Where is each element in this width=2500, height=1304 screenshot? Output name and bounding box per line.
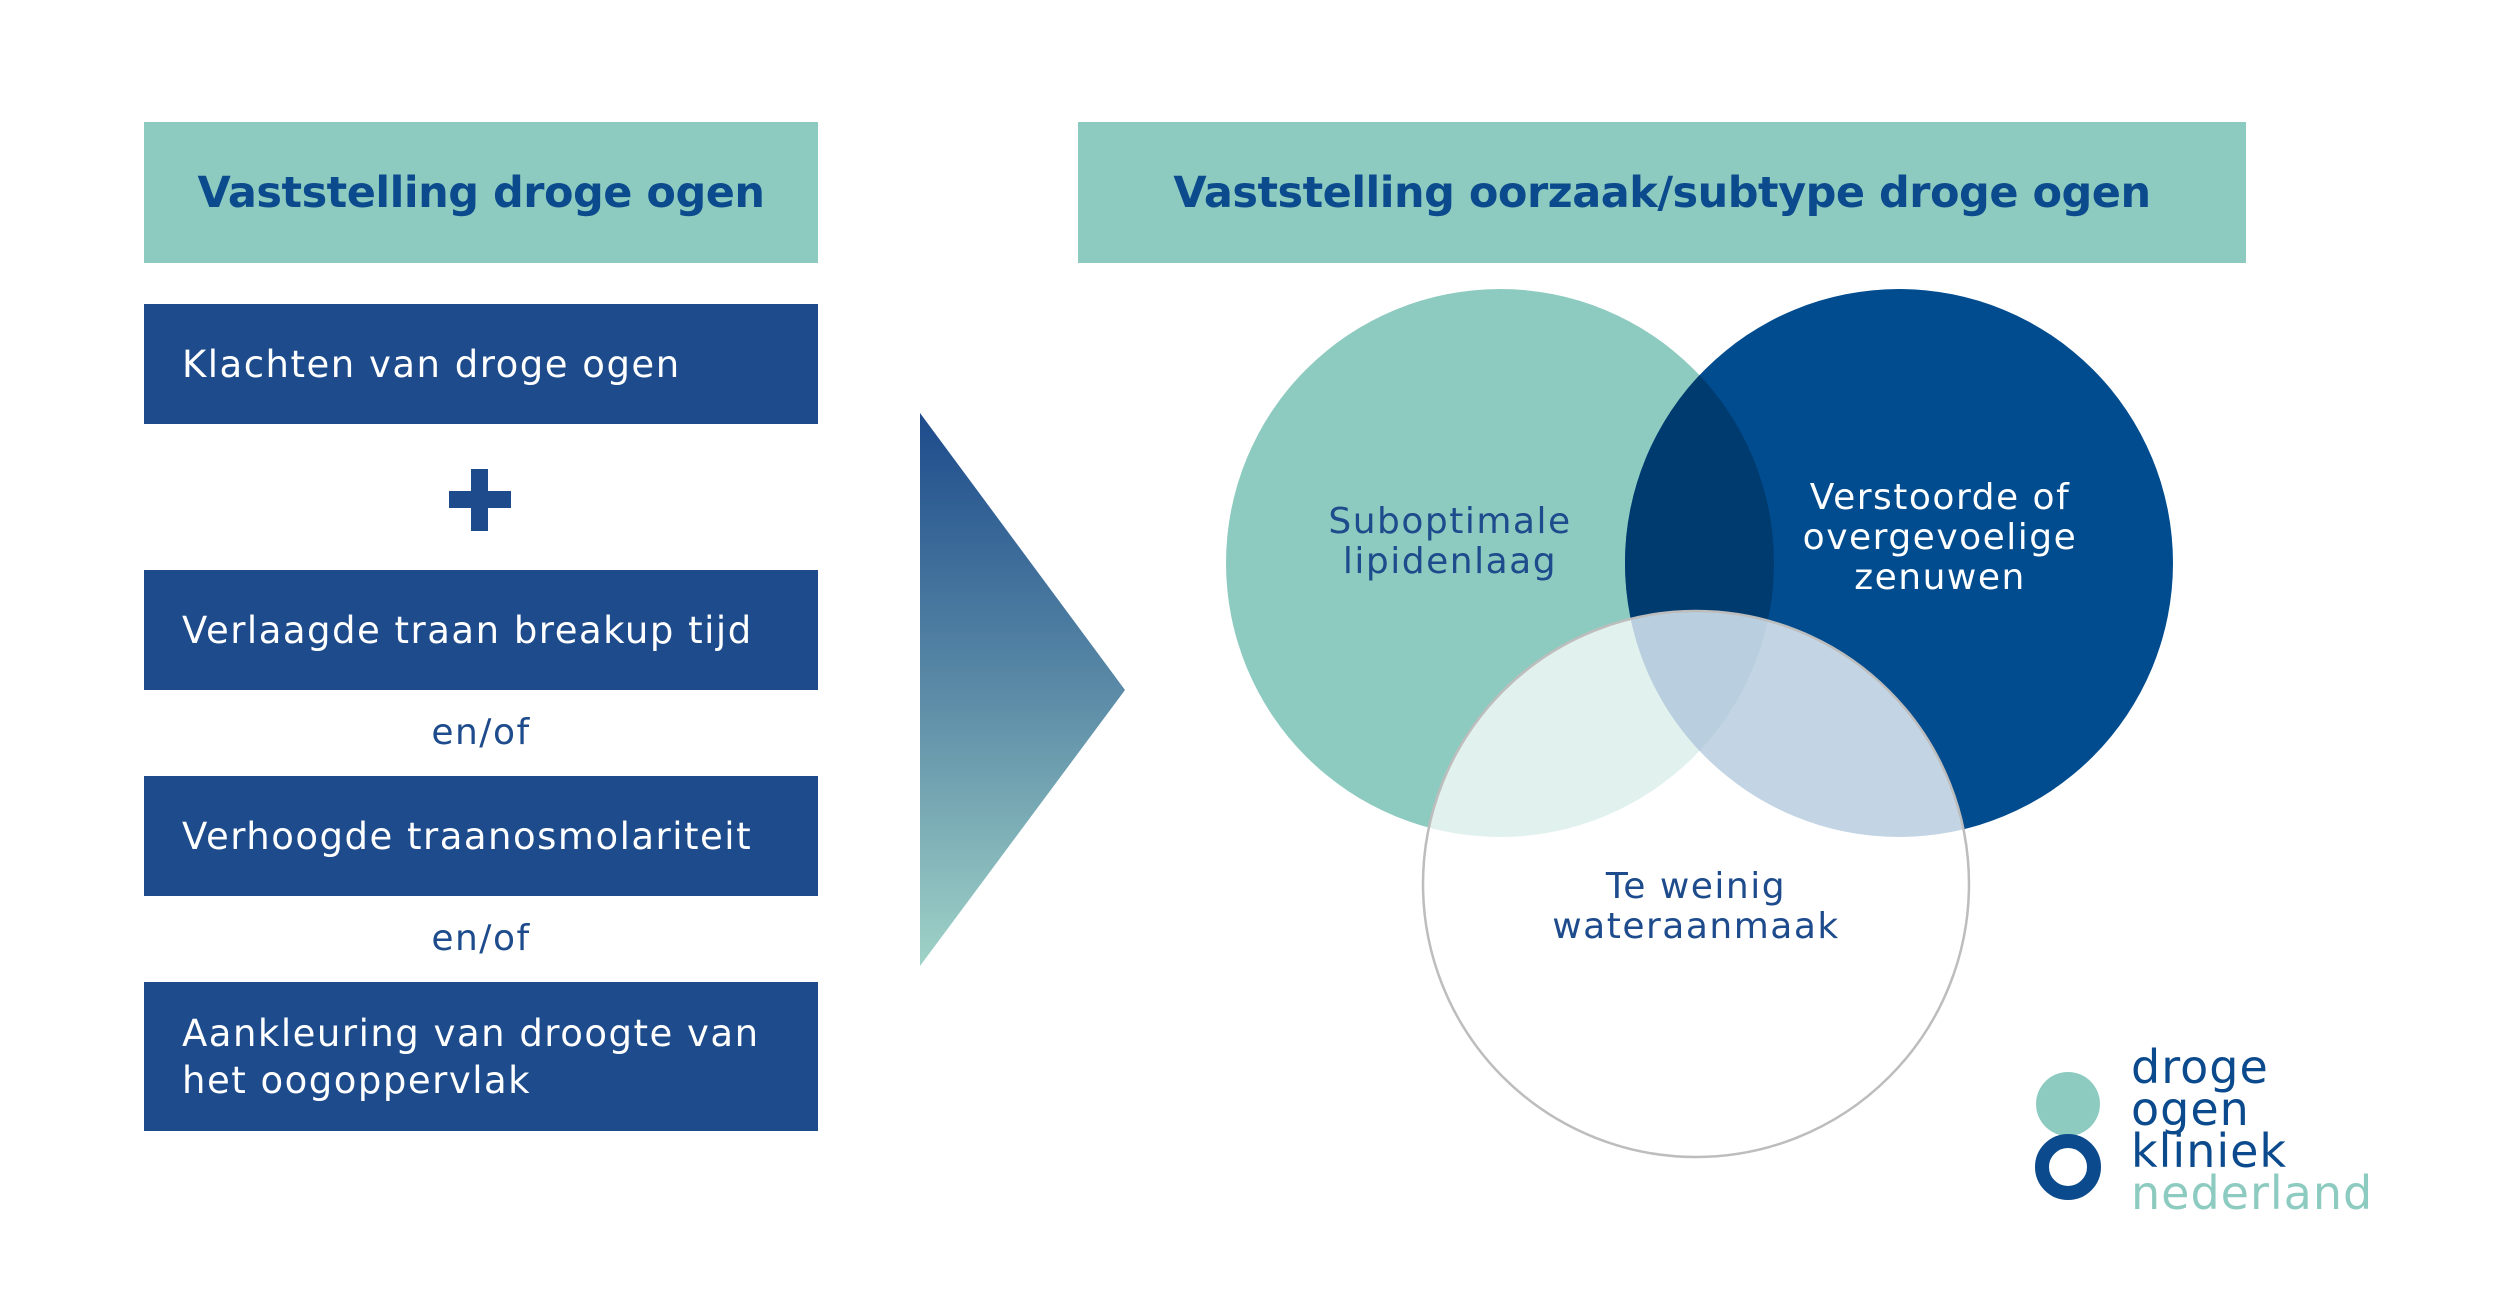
- venn-circle-water-outline: [1421, 609, 1971, 1159]
- venn-label-line: zenuwen: [1854, 557, 2026, 598]
- venn-label-line: Suboptimale: [1328, 501, 1572, 542]
- plus-icon: [449, 469, 511, 531]
- criterion-osmolarity: Verhoogde traanosmolariteit: [144, 776, 818, 896]
- logo: [2025, 1050, 2425, 1230]
- logo-line-kliniek: kliniek: [2131, 1124, 2288, 1178]
- venn-diagram: [1226, 289, 2173, 1159]
- criterion-label: Klachten van droge ogen: [182, 342, 681, 386]
- venn-label-line: Verstoorde of: [1809, 477, 2071, 518]
- right-header: Vaststelling oorzaak/subtype droge ogen: [1078, 122, 2246, 263]
- left-header-title: Vaststelling droge ogen: [197, 167, 765, 218]
- arrow-gradient-icon: [920, 413, 1125, 966]
- venn-label-line: Te weinig: [1605, 866, 1787, 907]
- connector-and-or: en/of: [431, 712, 531, 753]
- venn-overlap-lipid-water: [1423, 611, 1774, 837]
- venn-overlap-nerves-water: [1625, 611, 1969, 837]
- logo-mark-icon: [2035, 1072, 2101, 1200]
- venn-label-nerves: Verstoorde of overgevoelige zenuwen: [1770, 478, 2110, 598]
- criterion-breakup-time: Verlaagde traan breakup tijd: [144, 570, 818, 690]
- venn-label-line: overgevoelige: [1802, 517, 2078, 558]
- left-header: Vaststelling droge ogen: [144, 122, 818, 263]
- criterion-label: Aankleuring van droogte van het oogopper…: [182, 1011, 760, 1102]
- venn-label-line: lipidenlaag: [1342, 541, 1558, 582]
- venn-label-lipid: Suboptimale lipidenlaag: [1290, 502, 1610, 582]
- logo-line-nederland: nederland: [2131, 1166, 2374, 1220]
- venn-label-water: Te weinig wateraanmaak: [1526, 867, 1866, 947]
- logo-line-droge: droge: [2131, 1040, 2269, 1094]
- logo-line-ogen: ogen: [2131, 1082, 2250, 1136]
- criterion-complaints: Klachten van droge ogen: [144, 304, 818, 424]
- right-header-title: Vaststelling oorzaak/subtype droge ogen: [1173, 167, 2151, 218]
- connector-and-or: en/of: [431, 918, 531, 959]
- criterion-label: Verlaagde traan breakup tijd: [182, 608, 753, 652]
- criterion-staining: Aankleuring van droogte van het oogopper…: [144, 982, 818, 1131]
- venn-label-line: wateraanmaak: [1552, 906, 1840, 947]
- criterion-label: Verhoogde traanosmolariteit: [182, 814, 753, 858]
